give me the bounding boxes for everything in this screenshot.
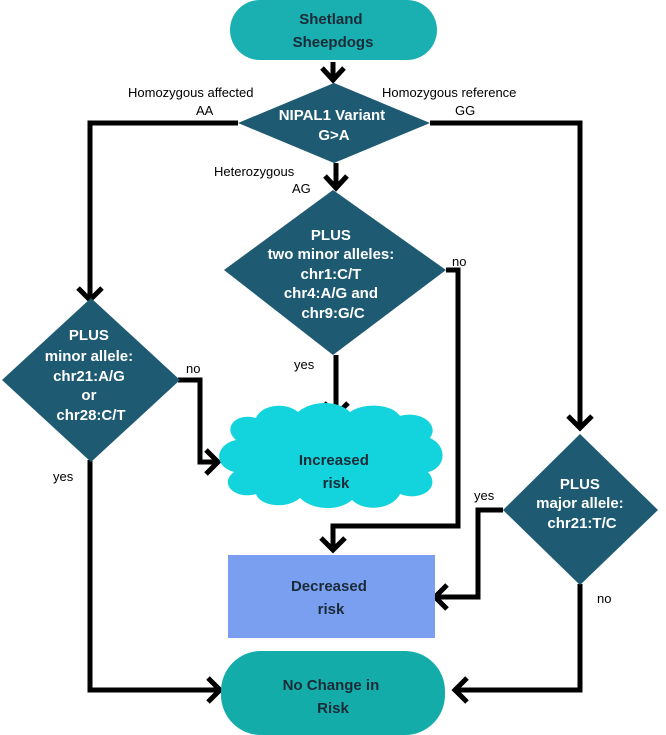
label-gg: GG — [455, 103, 475, 118]
nipal1-decision: NIPAL1 Variant G>A — [238, 83, 430, 163]
svg-text:Decreased risk: Decreased risk — [291, 578, 371, 618]
increased-risk-label-line-1: Increased — [299, 452, 369, 469]
two-minor-label-line-1: PLUS — [311, 227, 351, 244]
decreased-risk-box-shape — [228, 555, 435, 638]
edge-labels: Homozygous affected AA Homozygous refere… — [53, 85, 611, 606]
two-minor-alleles-decision: PLUS two minor alleles: chr1:C/T chr4:A/… — [224, 190, 446, 355]
start-node: Shetland Sheepdogs — [230, 0, 437, 60]
two-minor-label-line-2: two minor alleles: — [268, 246, 395, 263]
label-two-minor-no: no — [452, 254, 466, 269]
minor-allele-diamond-shape — [2, 298, 180, 462]
arrowhead-start-to-nipal1 — [320, 66, 346, 84]
edge-two-minor-no — [330, 267, 461, 550]
label-homozygous-reference: Homozygous reference — [382, 85, 516, 100]
minor-allele-label-line-2: minor allele: — [45, 348, 133, 365]
nipal1-label-line-1: NIPAL1 Variant — [279, 107, 385, 124]
two-minor-label-line-5: chr9:G/C — [301, 305, 365, 322]
decreased-risk-label-line-1: Decreased — [291, 578, 367, 595]
label-minor-allele-yes: yes — [53, 469, 74, 484]
svg-text:No Change in Risk: No Change in Risk — [283, 677, 384, 717]
major-allele-label-line-3: chr21:T/C — [547, 515, 616, 532]
edge-minor-allele-no — [178, 377, 217, 465]
arrowhead-minor-allele-no — [204, 448, 222, 476]
svg-text:PLUS major allele:: PLUS major allele: chr21:T/C — [536, 476, 628, 532]
label-major-allele-yes: yes — [474, 488, 495, 503]
start-label-line-2: Sheepdogs — [293, 34, 374, 51]
major-allele-label-line-2: major allele: — [536, 495, 624, 512]
label-minor-allele-no: no — [186, 361, 200, 376]
arrowhead-two-minor-no — [319, 536, 347, 554]
major-allele-label-line-1: PLUS — [560, 476, 600, 493]
edge-minor-allele-yes — [87, 460, 220, 693]
minor-allele-label-line-3: chr21:A/G — [53, 368, 125, 385]
arrowhead-major-allele-no — [451, 676, 469, 704]
no-change-label-line-2: Risk — [317, 700, 349, 717]
label-two-minor-yes: yes — [294, 357, 315, 372]
label-homozygous-affected: Homozygous affected — [128, 85, 254, 100]
label-aa: AA — [196, 103, 214, 118]
two-minor-label-line-3: chr1:C/T — [300, 266, 361, 283]
start-label-line-1: Shetland — [299, 11, 362, 28]
svg-text:PLUS minor allele:: PLUS minor allele: chr21:A/G or chr28:C/… — [45, 327, 138, 424]
label-ag: AG — [292, 181, 311, 196]
arrowhead-gg — [566, 414, 594, 432]
major-allele-decision: PLUS major allele: chr21:T/C — [503, 434, 658, 585]
no-change-node: No Change in Risk — [221, 651, 445, 735]
major-allele-diamond-shape — [503, 434, 658, 585]
no-change-terminal-shape — [221, 651, 445, 735]
minor-allele-label-line-4: or — [81, 387, 96, 404]
decreased-risk-node: Decreased risk — [228, 555, 435, 638]
minor-allele-decision: PLUS minor allele: chr21:A/G or chr28:C/… — [2, 298, 180, 462]
arrowhead-minor-allele-yes — [206, 676, 224, 704]
label-major-allele-no: no — [597, 591, 611, 606]
label-heterozygous: Heterozygous — [214, 164, 295, 179]
svg-text:Shetland Sheepdogs: Shetland Sheepdogs — [293, 11, 374, 51]
nipal1-diamond-shape — [238, 83, 430, 163]
arrowhead-ag — [323, 174, 349, 192]
minor-allele-label-line-1: PLUS — [69, 327, 109, 344]
edge-nipal1-aa — [87, 120, 238, 300]
svg-text:PLUS two minor alleles:: PLUS two minor alleles: chr1:C/T chr4:A/… — [268, 227, 399, 322]
nipal1-label-line-2: G>A — [318, 127, 349, 144]
svg-text:NIPAL1 Variant G>A: NIPAL1 Variant G>A — [279, 107, 390, 144]
start-terminal-shape — [230, 0, 437, 60]
edge-nipal1-gg — [430, 120, 583, 428]
increased-risk-label-line-2: risk — [323, 475, 350, 492]
two-minor-label-line-4: chr4:A/G and — [284, 285, 378, 302]
increased-risk-node: Increased risk — [219, 403, 443, 509]
no-change-label-line-1: No Change in — [283, 677, 380, 694]
edge-major-allele-no — [455, 584, 583, 693]
edge-major-allele-yes — [435, 507, 503, 600]
edges — [76, 62, 594, 704]
decreased-risk-label-line-2: risk — [318, 601, 345, 618]
svg-text:Increased risk: Increased risk — [299, 452, 373, 492]
minor-allele-label-line-5: chr28:C/T — [56, 407, 125, 424]
increased-risk-cloud-shape — [219, 403, 443, 509]
two-minor-diamond-shape — [224, 190, 446, 355]
